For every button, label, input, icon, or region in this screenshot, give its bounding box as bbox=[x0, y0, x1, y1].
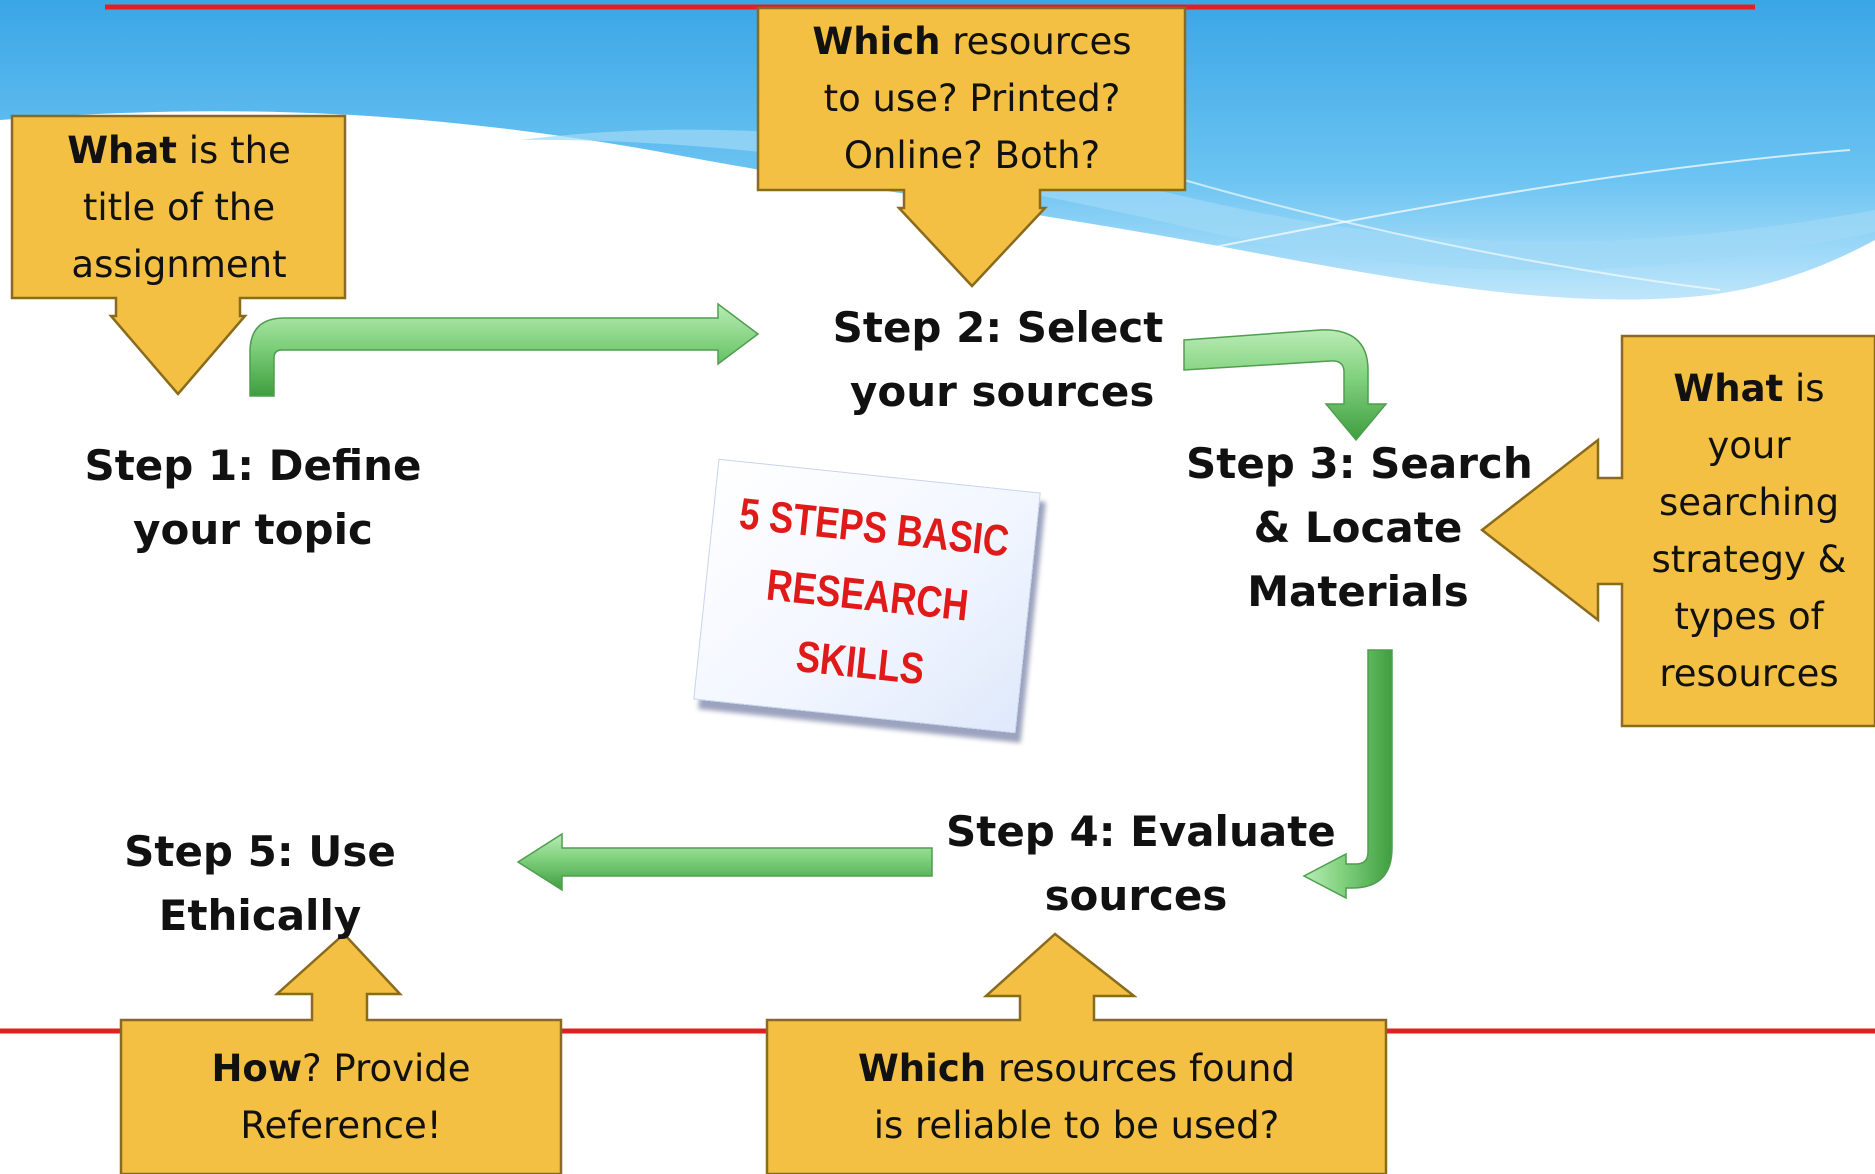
callout-which-sources: Which resources to use? Printed? Online?… bbox=[812, 20, 1132, 177]
callout-shape-which-sources bbox=[756, 6, 1187, 288]
callout-what-strategy: What is your searching strategy & types … bbox=[1651, 367, 1847, 695]
callout-shape-what-title bbox=[10, 114, 347, 396]
sky-wave-line-2 bbox=[1149, 169, 1721, 291]
arrow-step2-to-step3 bbox=[1183, 329, 1388, 442]
callout-shape-which-reliable bbox=[765, 932, 1388, 1174]
sky-wave-line-1 bbox=[1149, 149, 1851, 261]
sky-wave-highlight bbox=[520, 129, 1875, 271]
callout-shape-how-reference bbox=[119, 932, 563, 1174]
arrow-step4-to-step5 bbox=[516, 832, 933, 892]
callout-how-reference: How? Provide Reference! bbox=[211, 1047, 471, 1147]
step-5-label: Step 5: Use Ethically bbox=[124, 827, 396, 940]
callout-what-title: What is the title of the assignment bbox=[67, 129, 291, 286]
step-3-label: Step 3: Search & Locate Materials bbox=[1186, 439, 1533, 616]
title-sign: 5 STEPS BASIC RESEARCH SKILLS bbox=[693, 458, 1041, 734]
callout-shape-what-strategy bbox=[1479, 334, 1875, 728]
arrow-step3-to-step4 bbox=[1302, 649, 1393, 900]
step-4-label: Step 4: Evaluate sources bbox=[946, 807, 1336, 920]
step-2-label: Step 2: Select your sources bbox=[832, 303, 1164, 416]
arrow-step1-to-step2 bbox=[249, 302, 760, 397]
title-sign-line: SKILLS bbox=[793, 632, 927, 695]
step-1-label: Step 1: Define your topic bbox=[84, 441, 422, 554]
callout-which-reliable: Which resources found is reliable to be … bbox=[858, 1047, 1295, 1147]
